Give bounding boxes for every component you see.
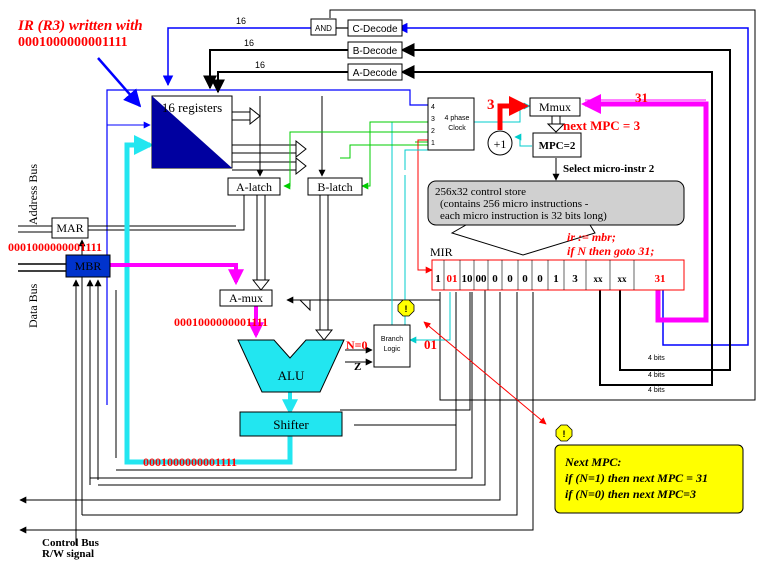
clock-label-1: 4 phase bbox=[445, 115, 470, 122]
mpc-label: MPC=2 bbox=[539, 140, 576, 152]
shifter-value-annotation: 0001000000001111 bbox=[143, 455, 237, 469]
next-mpc-note-title: Next MPC: bbox=[564, 455, 621, 469]
mir-field-value: 10 bbox=[462, 273, 474, 285]
mmux-label: Mmux bbox=[539, 100, 571, 114]
incrementer bbox=[487, 130, 513, 156]
a-decoder-label: A-Decode bbox=[353, 68, 398, 79]
branch-logic bbox=[373, 324, 411, 368]
control-store bbox=[427, 180, 685, 226]
next-mpc-note bbox=[554, 444, 744, 514]
clock-phase-2: 2 bbox=[431, 128, 435, 135]
control-bus-label-1: Control Bus bbox=[42, 537, 100, 549]
control-store-line2: (contains 256 micro instructions - bbox=[440, 198, 589, 210]
bus-width-c: 16 bbox=[236, 16, 246, 26]
branch-logic-label-1: Branch bbox=[381, 336, 403, 343]
mbr-value-annotation: 0001000000001111 bbox=[8, 240, 102, 254]
mir-field-value: 01 bbox=[447, 273, 458, 285]
clock-label-2: Clock bbox=[448, 125, 466, 132]
alu-label: ALU bbox=[278, 368, 305, 383]
svg-text:!: ! bbox=[405, 304, 408, 314]
mir-field-value: 31 bbox=[655, 273, 666, 285]
b-latch bbox=[307, 177, 363, 196]
b-decoder bbox=[347, 41, 403, 59]
z-flag-label: Z bbox=[354, 361, 361, 373]
mir-field-value: 0 bbox=[492, 273, 498, 285]
a-latch-label: A-latch bbox=[236, 180, 272, 194]
clock-phase-3: 3 bbox=[431, 116, 435, 123]
control-store-line1: 256x32 control store bbox=[435, 186, 526, 198]
title-annotation-line2: 0001000000001111 bbox=[18, 35, 128, 50]
jump-address-annotation: 31 bbox=[635, 90, 648, 105]
select-micro-annotation: Select micro-instr 2 bbox=[563, 163, 655, 175]
mmux bbox=[529, 97, 581, 117]
mir-field-value: 00 bbox=[476, 273, 488, 285]
b-latch-label: B-latch bbox=[317, 180, 352, 194]
cond-bits-annotation: 01 bbox=[424, 337, 437, 352]
data-bus-label: Data Bus bbox=[26, 283, 40, 328]
control-store-line3: each micro instruction is 32 bits long) bbox=[440, 210, 607, 222]
next-mpc-annotation: next MPC = 3 bbox=[563, 118, 641, 133]
a-latch bbox=[227, 177, 281, 196]
address-bus-label: Address Bus bbox=[26, 164, 40, 225]
clock-phase-4: 4 bbox=[431, 104, 435, 111]
shifter bbox=[239, 411, 343, 437]
mir-comment-line2: if N then goto 31; bbox=[567, 244, 654, 258]
bus-width-a: 16 bbox=[255, 60, 265, 70]
clock-phase-1: 1 bbox=[431, 140, 435, 147]
c-decoder-label: C-Decode bbox=[352, 24, 397, 35]
mar-label: MAR bbox=[56, 221, 83, 235]
shifter-label: Shifter bbox=[273, 417, 309, 432]
mir-field-value: 0 bbox=[507, 273, 513, 285]
four-bits-label-a: 4 bits bbox=[648, 387, 665, 394]
mir-field-value: 3 bbox=[572, 273, 578, 285]
mar bbox=[51, 217, 89, 239]
register-file-label: 16 registers bbox=[162, 100, 222, 115]
mbr bbox=[65, 254, 111, 278]
and-gate-label: AND bbox=[315, 24, 332, 33]
control-bus-label-2: R/W signal bbox=[42, 548, 94, 560]
mir-field-value: xx bbox=[618, 274, 628, 284]
mir-field-value: 1 bbox=[435, 273, 441, 285]
increment-value-annotation: 3 bbox=[487, 97, 495, 113]
four-bits-label-c: 4 bits bbox=[648, 355, 665, 362]
a-mux bbox=[219, 289, 273, 307]
b-decoder-label: B-Decode bbox=[353, 46, 398, 57]
mir-label: MIR bbox=[430, 245, 453, 259]
a-decoder bbox=[347, 63, 403, 81]
wires bbox=[18, 9, 756, 545]
four-bits-label-b: 4 bits bbox=[648, 372, 665, 379]
branch-logic-label-2: Logic bbox=[384, 346, 401, 353]
mir-comment-line1: ir := mbr; bbox=[567, 230, 616, 244]
mir-field-value: xx bbox=[594, 274, 604, 284]
warning-icon: ! bbox=[397, 299, 415, 317]
bus-width-b: 16 bbox=[244, 38, 254, 48]
mbr-label: MBR bbox=[75, 259, 102, 273]
a-mux-label: A-mux bbox=[229, 291, 263, 305]
alu bbox=[237, 339, 345, 393]
and-gate bbox=[310, 18, 337, 36]
title-annotation-line1: IR (R3) written with bbox=[17, 18, 143, 34]
four-phase-clock bbox=[427, 97, 475, 151]
next-mpc-note-line2: if (N=0) then next MPC=3 bbox=[565, 487, 696, 501]
amux-value-annotation: 0001000000001111 bbox=[174, 315, 268, 329]
warning-icon: ! bbox=[555, 424, 573, 442]
c-decoder bbox=[347, 19, 403, 37]
n-flag-annotation: N=0 bbox=[346, 338, 368, 352]
mir-field-value: 0 bbox=[522, 273, 528, 285]
next-mpc-note-line1: if (N=1) then next MPC = 31 bbox=[565, 471, 708, 485]
mir-field-value: 0 bbox=[537, 273, 543, 285]
register-file-triangle bbox=[152, 96, 232, 168]
svg-text:!: ! bbox=[563, 429, 566, 439]
mpc-register bbox=[532, 132, 582, 158]
mir-field-value: 1 bbox=[553, 273, 559, 285]
incrementer-label: +1 bbox=[494, 137, 507, 151]
